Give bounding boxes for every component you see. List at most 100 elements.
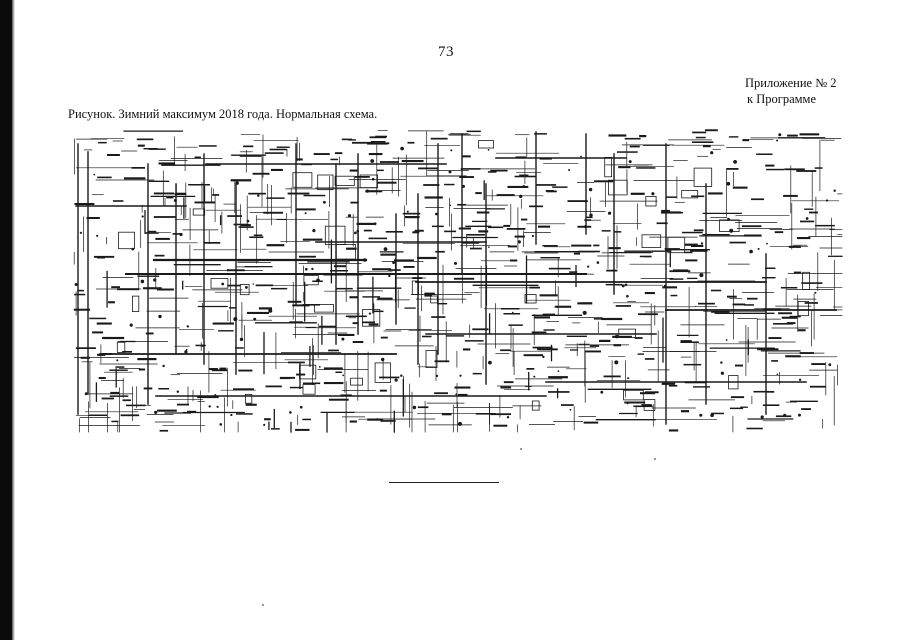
- label-mark: [781, 316, 798, 319]
- label-mark: [255, 284, 274, 287]
- label-mark: [680, 410, 689, 413]
- label-mark: [613, 344, 621, 347]
- label-mark: [692, 141, 714, 143]
- substation-box: [192, 208, 206, 216]
- node-dot: [488, 246, 490, 248]
- label-mark: [328, 349, 339, 352]
- node-dot: [214, 394, 217, 397]
- label-mark: [367, 143, 388, 145]
- node-dot: [341, 337, 345, 341]
- node-dot: [376, 418, 379, 420]
- node-dot: [757, 247, 760, 250]
- node-dot: [74, 283, 78, 286]
- label-mark: [457, 393, 468, 396]
- label-mark: [136, 138, 154, 141]
- label-mark: [227, 215, 242, 217]
- node-dot: [311, 267, 314, 271]
- substation-box: [604, 157, 613, 178]
- label-mark: [773, 323, 793, 325]
- node-dot: [580, 155, 582, 158]
- node-dot: [455, 393, 458, 396]
- label-mark: [115, 366, 125, 368]
- label-mark: [188, 184, 210, 186]
- label-mark: [705, 129, 718, 132]
- label-mark: [303, 382, 321, 385]
- label-mark: [99, 353, 113, 355]
- label-mark: [472, 372, 482, 375]
- node-dot: [356, 229, 360, 233]
- label-mark: [636, 167, 656, 169]
- label-mark: [523, 354, 544, 357]
- label-mark: [137, 144, 145, 147]
- label-mark: [145, 232, 159, 234]
- label-mark: [546, 190, 557, 193]
- label-mark: [110, 391, 120, 394]
- label-mark: [330, 270, 349, 272]
- label-mark: [335, 371, 342, 373]
- label-mark: [252, 172, 270, 175]
- label-mark: [784, 168, 805, 171]
- label-mark: [762, 404, 780, 406]
- label-mark: [616, 151, 638, 153]
- label-mark: [692, 131, 707, 134]
- node-dot: [173, 199, 177, 202]
- node-dot: [626, 402, 629, 405]
- label-mark: [418, 167, 438, 170]
- node-dot: [449, 204, 452, 207]
- scan-left-edge: [0, 0, 12, 640]
- label-mark: [690, 250, 708, 252]
- node-dot: [720, 361, 723, 364]
- node-dot: [663, 284, 667, 288]
- label-mark: [466, 234, 485, 236]
- label-mark: [615, 305, 631, 307]
- label-mark: [158, 388, 169, 390]
- node-dot: [458, 421, 462, 426]
- node-dot: [569, 408, 572, 411]
- label-mark: [599, 339, 611, 342]
- label-mark: [75, 347, 96, 349]
- node-dot: [400, 374, 403, 377]
- node-dot: [383, 247, 388, 251]
- label-mark: [108, 301, 115, 304]
- node-dot: [381, 357, 385, 362]
- node-dot: [354, 231, 357, 235]
- label-mark: [302, 304, 320, 306]
- label-mark: [462, 155, 471, 158]
- node-dot: [454, 261, 457, 265]
- label-mark: [74, 293, 86, 296]
- label-mark: [638, 313, 658, 316]
- node-dot: [519, 194, 523, 199]
- label-mark: [159, 429, 169, 432]
- label-mark: [98, 377, 106, 379]
- label-mark: [509, 259, 518, 262]
- label-mark: [77, 289, 84, 292]
- label-mark: [208, 368, 218, 371]
- substation-box: [210, 278, 229, 289]
- scan-speck: [262, 604, 264, 606]
- label-mark: [301, 163, 312, 166]
- label-mark: [771, 360, 779, 362]
- node-dot: [373, 222, 377, 226]
- label-mark: [475, 192, 482, 195]
- label-mark: [266, 197, 285, 199]
- label-mark: [97, 176, 112, 179]
- node-dot: [621, 284, 625, 288]
- label-mark: [606, 269, 618, 272]
- label-mark: [454, 277, 475, 280]
- label-mark: [111, 420, 119, 423]
- label-mark: [668, 429, 679, 432]
- label-mark: [437, 303, 448, 305]
- label-mark: [229, 307, 237, 309]
- label-mark: [377, 181, 397, 184]
- node-dot: [239, 337, 244, 342]
- label-mark: [639, 255, 652, 258]
- node-dot: [216, 405, 219, 408]
- label-mark: [624, 137, 641, 140]
- node-dot: [805, 217, 809, 220]
- label-mark: [122, 351, 132, 353]
- label-mark: [538, 225, 551, 228]
- label-mark: [124, 177, 146, 180]
- node-dot: [825, 199, 829, 202]
- label-mark: [203, 242, 221, 244]
- label-mark: [176, 192, 186, 195]
